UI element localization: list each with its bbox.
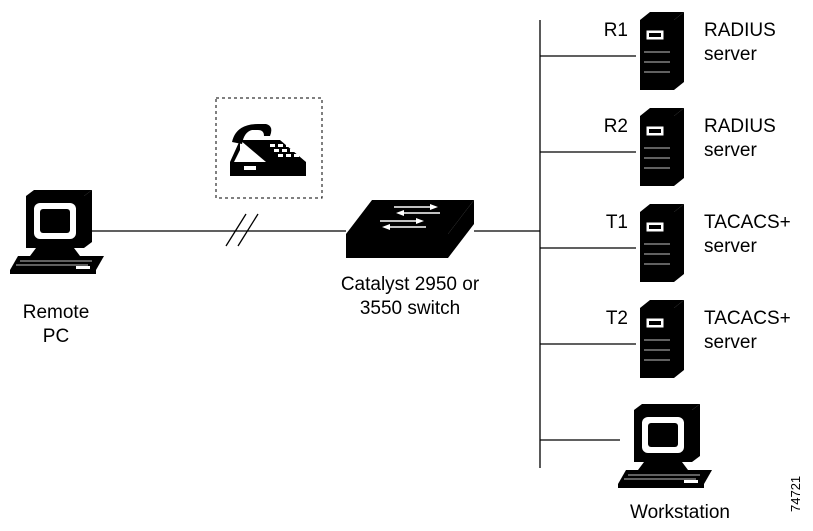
server-icon xyxy=(639,11,685,91)
remote-pc-icon xyxy=(9,189,105,275)
server-label-line1: RADIUS xyxy=(704,116,776,137)
server-tag: T2 xyxy=(606,308,628,329)
server-label-line1: RADIUS xyxy=(704,20,776,41)
phone-dashed-box xyxy=(215,97,323,199)
server-r1: R1 RADIUS server xyxy=(604,11,776,91)
server-icon xyxy=(639,203,685,283)
remote-pc-label-line2: PC xyxy=(43,326,69,347)
switch-label-line1: Catalyst 2950 or xyxy=(341,274,480,295)
server-icon xyxy=(639,299,685,379)
workstation-icon xyxy=(617,403,713,489)
server-label-line2: server xyxy=(704,332,757,353)
phone-group xyxy=(215,97,323,199)
break-mark xyxy=(237,213,259,247)
server-icon xyxy=(639,107,685,187)
server-label-line2: server xyxy=(704,140,757,161)
server-tag: T1 xyxy=(606,212,628,233)
server-r2: R2 RADIUS server xyxy=(604,107,776,187)
figure-number: 74721 xyxy=(788,476,803,512)
server-t2: T2 TACACS+ server xyxy=(606,299,791,379)
server-label-line2: server xyxy=(704,44,757,65)
server-tag: R1 xyxy=(604,20,628,41)
server-label-line1: TACACS+ xyxy=(704,308,791,329)
remote-pc-label-line1: Remote xyxy=(23,302,90,323)
server-label-line1: TACACS+ xyxy=(704,212,791,233)
server-label-line2: server xyxy=(704,236,757,257)
server-t1: T1 TACACS+ server xyxy=(606,203,791,283)
switch-icon xyxy=(346,200,474,258)
phone-icon xyxy=(230,124,306,176)
break-mark xyxy=(225,213,247,247)
connections xyxy=(92,20,636,468)
switch-label-line2: 3550 switch xyxy=(360,298,460,319)
server-tag: R2 xyxy=(604,116,628,137)
workstation-label: Workstation xyxy=(630,502,730,523)
